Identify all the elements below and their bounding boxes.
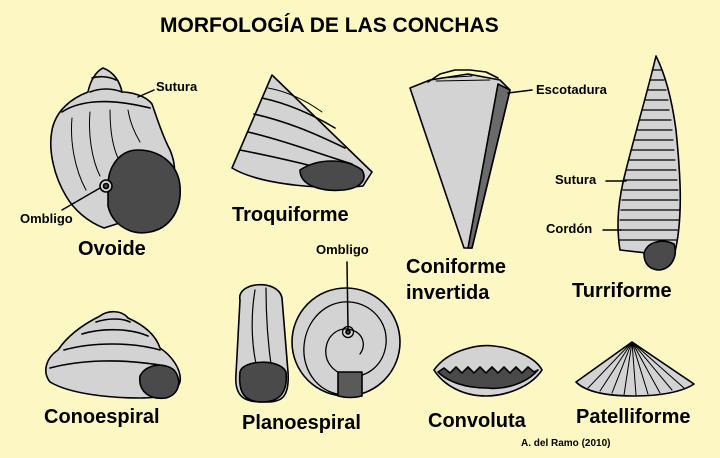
- troquiforme-shell: [231, 74, 373, 192]
- coniforme-name-line2: invertida: [406, 282, 490, 304]
- troquiforme-aperture: [299, 160, 365, 192]
- planoespiral-aperture: [337, 371, 363, 399]
- patelliforme-shell: [575, 341, 695, 397]
- turriforme-aperture: [643, 240, 676, 271]
- coniforme-shell: [409, 69, 533, 249]
- ovoide-aperture: [107, 149, 181, 234]
- troquiforme-name: Troquiforme: [232, 204, 349, 226]
- turriforme-sutura-label: Sutura: [555, 172, 597, 187]
- convoluta-name: Convoluta: [428, 410, 526, 432]
- patelliforme-name: Patelliforme: [576, 406, 691, 428]
- conoespiral-shell: [45, 310, 182, 400]
- diagram-title: MORFOLOGÍA DE LAS CONCHAS: [160, 14, 499, 37]
- ovoide-name: Ovoide: [78, 238, 146, 260]
- planoespiral-side-shell: [235, 283, 289, 403]
- turriforme-name: Turriforme: [572, 280, 672, 302]
- convoluta-aperture: [437, 366, 539, 390]
- credit-text: A. del Ramo (2010): [521, 438, 611, 449]
- turriforme-cordon-label: Cordón: [546, 221, 593, 236]
- planoespiral-name: Planoespiral: [242, 412, 361, 434]
- turriforme-shell: [602, 55, 682, 271]
- ovoide-sutura-label: Sutura: [156, 79, 198, 94]
- coniforme-aperture: [467, 83, 511, 249]
- coniforme-escotadura-label: Escotadura: [536, 82, 607, 97]
- ovoide-ombligo-label: Ombligo: [20, 211, 73, 226]
- planoespiral-top-shell: [291, 261, 401, 399]
- planoespiral-ombligo-label: Ombligo: [316, 242, 369, 257]
- ovoide-shell: [49, 67, 181, 234]
- coniforme-name-line1: Coniforme: [406, 256, 506, 278]
- convoluta-shell: [433, 344, 543, 397]
- planoespiral-side-aperture: [238, 361, 288, 403]
- conoespiral-aperture: [139, 364, 180, 400]
- conoespiral-name: Conoespiral: [44, 406, 160, 428]
